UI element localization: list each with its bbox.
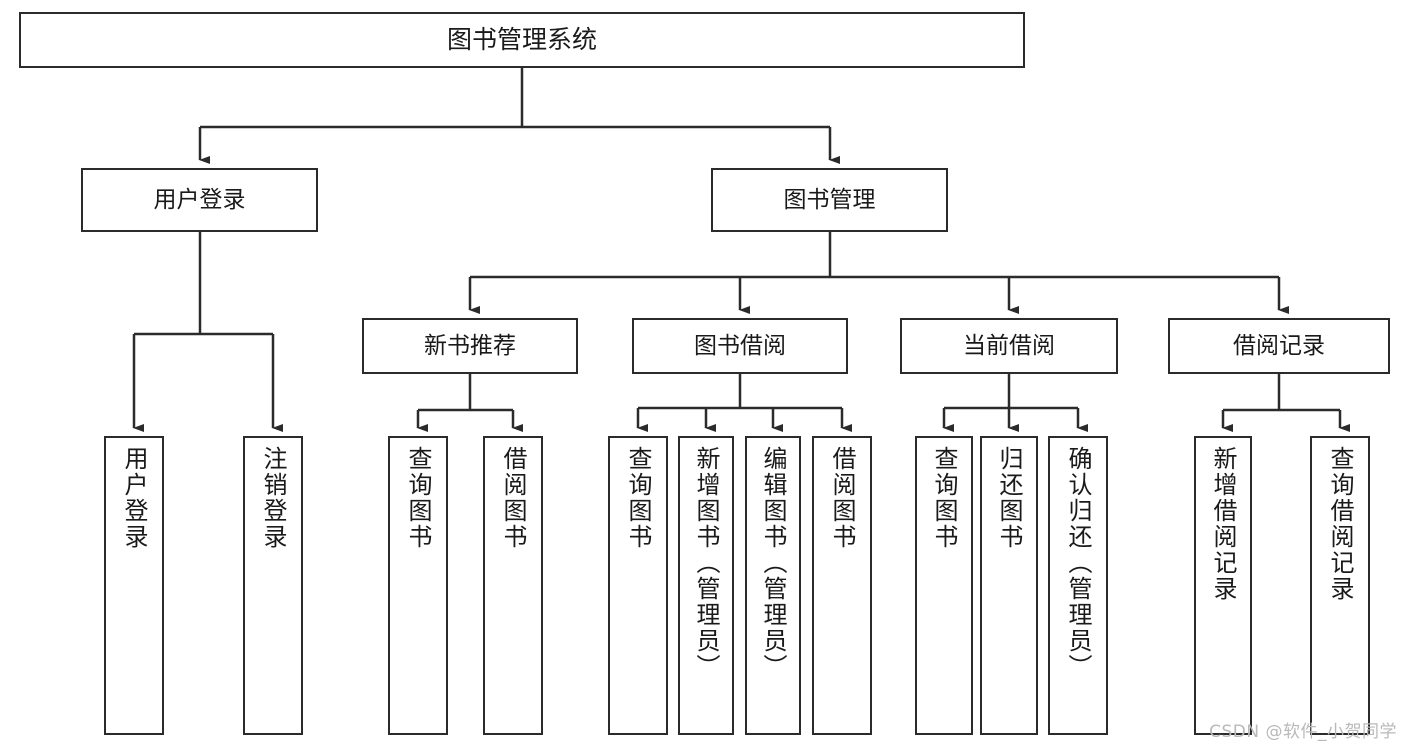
node-leaf-borrow-book-2[interactable]: 借阅图书	[812, 436, 872, 735]
node-leaf-return-book-label: 归还图书	[995, 446, 1023, 550]
node-borrow-record-label: 借阅记录	[1233, 332, 1325, 359]
node-new-book-recommend-label: 新书推荐	[424, 332, 516, 359]
node-leaf-borrow-book-2-label: 借阅图书	[828, 446, 856, 550]
node-root-label: 图书管理系统	[446, 25, 597, 55]
node-leaf-add-book-admin[interactable]: 新增图书（管理员）	[678, 436, 734, 735]
node-book-borrow-label: 图书借阅	[694, 332, 786, 359]
node-leaf-query-book-2[interactable]: 查询图书	[608, 436, 668, 735]
node-leaf-query-book-1[interactable]: 查询图书	[388, 436, 448, 735]
node-new-book-recommend[interactable]: 新书推荐	[362, 318, 578, 374]
node-root-system[interactable]: 图书管理系统	[19, 12, 1025, 68]
node-leaf-add-borrow-record[interactable]: 新增借阅记录	[1194, 436, 1252, 735]
node-leaf-confirm-return-admin-label: 确认归还（管理员）	[1064, 446, 1092, 680]
node-leaf-borrow-book-1[interactable]: 借阅图书	[483, 436, 543, 735]
node-leaf-query-book-3[interactable]: 查询图书	[915, 436, 973, 735]
node-leaf-query-book-3-label: 查询图书	[930, 446, 958, 550]
node-book-management[interactable]: 图书管理	[711, 168, 948, 232]
node-leaf-user-login[interactable]: 用户登录	[104, 436, 164, 735]
node-leaf-logout[interactable]: 注销登录	[243, 436, 303, 735]
node-leaf-confirm-return-admin[interactable]: 确认归还（管理员）	[1048, 436, 1108, 735]
node-leaf-add-book-admin-label: 新增图书（管理员）	[692, 446, 720, 680]
node-leaf-edit-book-admin[interactable]: 编辑图书（管理员）	[745, 436, 801, 735]
node-leaf-query-borrow-record[interactable]: 查询借阅记录	[1310, 436, 1370, 735]
watermark: CSDN @软件_小贺同学	[1209, 722, 1397, 742]
node-leaf-add-borrow-record-label: 新增借阅记录	[1209, 446, 1237, 602]
node-user-login-label: 用户登录	[153, 186, 246, 213]
node-user-login[interactable]: 用户登录	[81, 168, 318, 232]
node-book-borrow[interactable]: 图书借阅	[632, 318, 848, 374]
node-book-management-label: 图书管理	[783, 186, 876, 213]
node-leaf-return-book[interactable]: 归还图书	[980, 436, 1038, 735]
node-current-borrow-label: 当前借阅	[963, 332, 1055, 359]
node-borrow-record[interactable]: 借阅记录	[1168, 318, 1390, 374]
node-leaf-query-borrow-record-label: 查询借阅记录	[1326, 446, 1354, 602]
node-leaf-query-book-2-label: 查询图书	[624, 446, 652, 550]
node-leaf-user-login-label: 用户登录	[120, 446, 148, 550]
node-leaf-borrow-book-1-label: 借阅图书	[499, 446, 527, 550]
node-current-borrow[interactable]: 当前借阅	[900, 318, 1118, 374]
node-leaf-edit-book-admin-label: 编辑图书（管理员）	[759, 446, 787, 680]
node-leaf-logout-label: 注销登录	[259, 446, 287, 550]
node-leaf-query-book-1-label: 查询图书	[404, 446, 432, 550]
